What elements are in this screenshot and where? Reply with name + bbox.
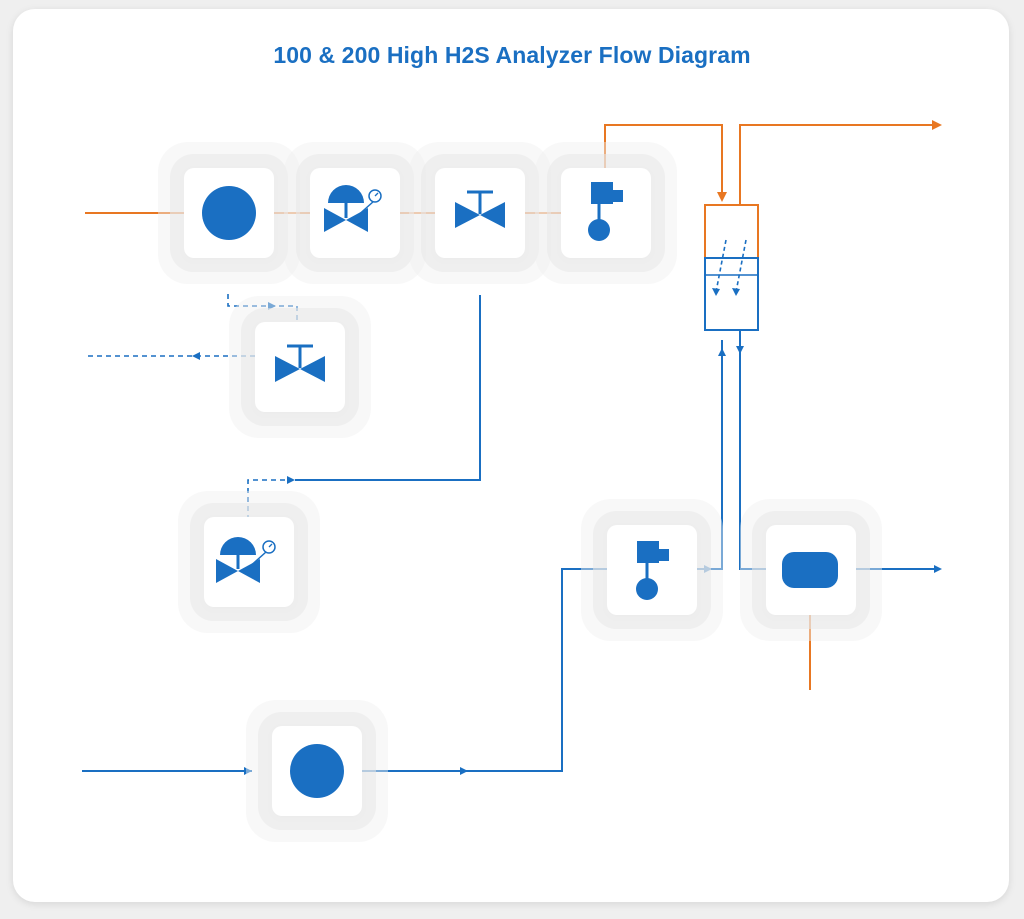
solenoid-valve-icon (636, 541, 669, 600)
circle-filter-icon (290, 744, 344, 798)
pressure-regulator-icon (216, 537, 276, 583)
reaction-chamber-icon (704, 204, 759, 331)
bypass-dashed-in (227, 294, 298, 322)
gate-valve-icon (275, 344, 325, 382)
bypass-valve-node[interactable] (255, 322, 345, 412)
regulator-dashed-line (247, 479, 290, 520)
pressure-regulator-icon (324, 185, 382, 232)
valve-top-node[interactable] (435, 168, 525, 258)
bottom-filter-to-solenoid-line (362, 568, 608, 772)
chamber-to-sensor-line (739, 330, 768, 570)
vent-outlet-line (739, 120, 942, 205)
filter-bottom-node[interactable] (272, 726, 362, 816)
sensor-cell-node[interactable] (766, 525, 856, 615)
sensor-cell-icon (782, 552, 838, 588)
diagram-card (13, 9, 1009, 902)
filter-top-node[interactable] (184, 168, 274, 258)
diagram-title: 100 & 200 High H2S Analyzer Flow Diagram (273, 42, 751, 68)
regulator-bottom-node[interactable] (204, 517, 294, 607)
solenoid-top-node[interactable] (561, 168, 651, 258)
solenoid-valve-icon (588, 182, 623, 241)
circle-filter-icon (202, 186, 256, 240)
carrier-gas-line (295, 295, 481, 481)
sample-to-chamber-line (604, 124, 727, 202)
gate-valve-icon (455, 190, 505, 228)
solenoid-to-chamber-line (696, 340, 723, 570)
regulator-top-node[interactable] (310, 168, 400, 258)
solenoid-bottom-node[interactable] (607, 525, 697, 615)
